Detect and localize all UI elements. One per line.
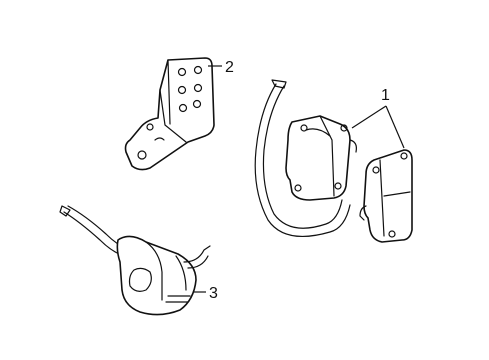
- callout-2: 2: [225, 59, 234, 76]
- leader-line-1b: [385, 105, 405, 149]
- callout-1: 1: [381, 87, 390, 104]
- sensor-module-icon: [359, 149, 413, 243]
- harness-clip-icon: [59, 205, 211, 316]
- leader-line-1a: [351, 105, 387, 129]
- leveling-sensor-icon: [254, 79, 357, 238]
- mounting-bracket-icon: [124, 57, 215, 171]
- callout-3: 3: [209, 285, 218, 302]
